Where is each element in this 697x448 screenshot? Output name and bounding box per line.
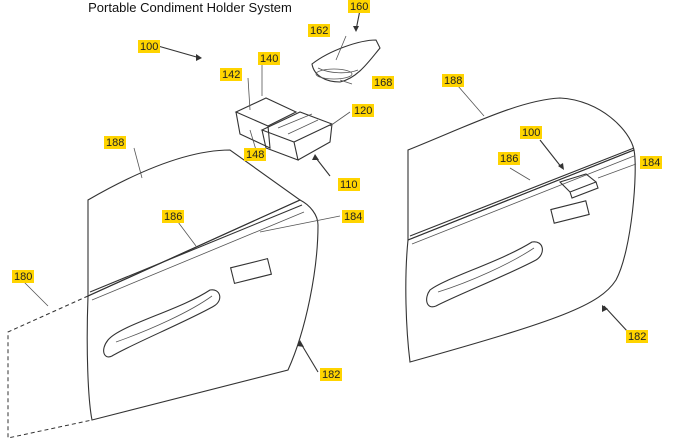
dispenser-part [312, 40, 380, 82]
ref-110: 110 [340, 179, 358, 191]
ref-188-right: 188 [444, 75, 462, 87]
ref-184-left: 184 [344, 211, 362, 223]
ref-186-right: 186 [500, 153, 518, 165]
ref-148: 148 [246, 149, 264, 161]
left-door-switch [231, 259, 272, 284]
ref-120: 120 [354, 105, 372, 117]
ref-182-left: 182 [322, 369, 340, 381]
ref-100-right: 100 [522, 127, 540, 139]
leader-lines [24, 10, 636, 372]
dispenser-base [316, 69, 352, 79]
ref-142: 142 [222, 69, 240, 81]
right-door-switch [551, 201, 589, 223]
ref-186-left: 186 [164, 211, 182, 223]
left-door-phantom-outline [8, 296, 92, 438]
right-door-window [408, 98, 634, 240]
page-title: Portable Condiment Holder System [0, 0, 380, 15]
ref-182-right: 182 [628, 331, 646, 343]
ref-180: 180 [14, 271, 32, 283]
condiment-holder-assembly [236, 40, 380, 160]
left-door-window [88, 150, 300, 296]
right-door-beltline [410, 148, 634, 236]
ref-184-right: 184 [642, 157, 660, 169]
ref-100-top: 100 [140, 41, 158, 53]
clip-part [236, 98, 296, 148]
left-door-beltline [90, 205, 302, 292]
left-vehicle-door [8, 150, 318, 438]
left-door-panel [87, 200, 318, 420]
ref-168: 168 [374, 77, 392, 89]
ref-140: 140 [260, 53, 278, 65]
ref-162: 162 [310, 25, 328, 37]
tray-part [262, 112, 332, 160]
ref-188-left: 188 [106, 137, 124, 149]
